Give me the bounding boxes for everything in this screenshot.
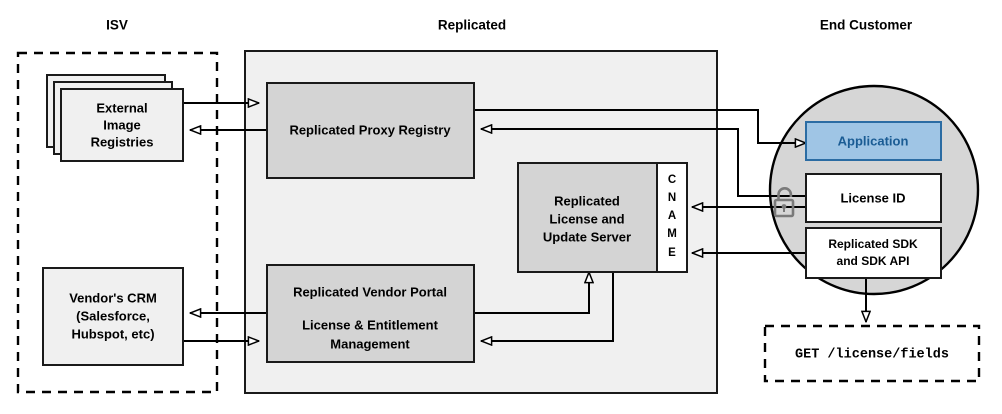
flow-vendor-portal-to-license-server bbox=[474, 272, 589, 314]
application-box bbox=[805, 121, 942, 161]
api-call-label: GET /license/fields bbox=[795, 348, 949, 363]
node-vendors-crm[interactable]: Vendor's CRM (Salesforce, Hubspot, etc) bbox=[42, 267, 184, 366]
crm-box bbox=[42, 267, 184, 366]
vendor-portal-line-3: Management bbox=[330, 336, 410, 351]
node-cname[interactable]: C N A M E bbox=[656, 162, 688, 273]
api-call-boundary bbox=[763, 324, 981, 383]
node-replicated-vendor-portal[interactable]: Replicated Vendor Portal License & Entit… bbox=[266, 264, 475, 363]
crm-line-3: Hubspot, etc) bbox=[71, 326, 154, 341]
crm-line-1: Vendor's CRM bbox=[69, 290, 157, 305]
connectors bbox=[183, 103, 866, 341]
registries-line-1: External bbox=[96, 100, 147, 115]
cname-char-1: C bbox=[668, 174, 676, 186]
node-application[interactable]: Application bbox=[805, 121, 942, 161]
license-server-box bbox=[517, 162, 658, 273]
license-id-label: License ID bbox=[840, 190, 905, 205]
cname-strip bbox=[656, 162, 688, 273]
license-server-line-2: License and bbox=[549, 211, 624, 226]
license-server-line-3: Update Server bbox=[543, 229, 631, 244]
crm-line-2: (Salesforce, bbox=[76, 308, 150, 323]
cname-char-4: M bbox=[667, 228, 677, 240]
proxy-registry-label: Replicated Proxy Registry bbox=[289, 122, 451, 137]
registries-line-2: Image bbox=[103, 117, 141, 132]
group-label-replicated: Replicated bbox=[438, 18, 506, 33]
cname-char-5: E bbox=[668, 247, 676, 259]
vendor-portal-line-1: Replicated Vendor Portal bbox=[293, 284, 447, 299]
node-replicated-sdk[interactable]: Replicated SDK and SDK API bbox=[805, 227, 942, 279]
license-server-line-1: Replicated bbox=[554, 193, 620, 208]
replicated-sdk-box bbox=[805, 227, 942, 279]
cname-char-2: N bbox=[668, 192, 676, 204]
node-api-call[interactable]: GET /license/fields bbox=[763, 324, 981, 383]
vendor-portal-box bbox=[266, 264, 475, 363]
isv-boundary bbox=[16, 51, 219, 394]
node-replicated-proxy-registry[interactable]: Replicated Proxy Registry bbox=[266, 82, 475, 179]
flow-application-to-proxy bbox=[481, 129, 806, 197]
cname-char-3: A bbox=[668, 210, 676, 222]
flow-proxy-to-application bbox=[474, 109, 806, 143]
license-id-box bbox=[805, 173, 942, 223]
replicated-sdk-line-2: and SDK API bbox=[837, 254, 910, 268]
vendor-portal-line-2: License & Entitlement bbox=[302, 317, 438, 332]
group-label-end-customer: End Customer bbox=[820, 18, 913, 33]
registries-line-3: Registries bbox=[91, 134, 154, 149]
group-label-isv: ISV bbox=[106, 18, 128, 33]
flow-license-server-to-vendor-portal bbox=[481, 272, 614, 341]
unlock-icon bbox=[773, 187, 795, 218]
node-license-update-server[interactable]: Replicated License and Update Server bbox=[517, 162, 658, 273]
replicated-sdk-line-1: Replicated SDK bbox=[828, 237, 918, 251]
application-label: Application bbox=[838, 133, 909, 148]
proxy-registry-box bbox=[266, 82, 475, 179]
node-external-image-registries[interactable]: External Image Registries bbox=[46, 74, 184, 162]
registries-stack-front bbox=[60, 88, 184, 162]
group-isv: ISV bbox=[16, 18, 219, 394]
node-license-id[interactable]: License ID bbox=[805, 173, 942, 223]
